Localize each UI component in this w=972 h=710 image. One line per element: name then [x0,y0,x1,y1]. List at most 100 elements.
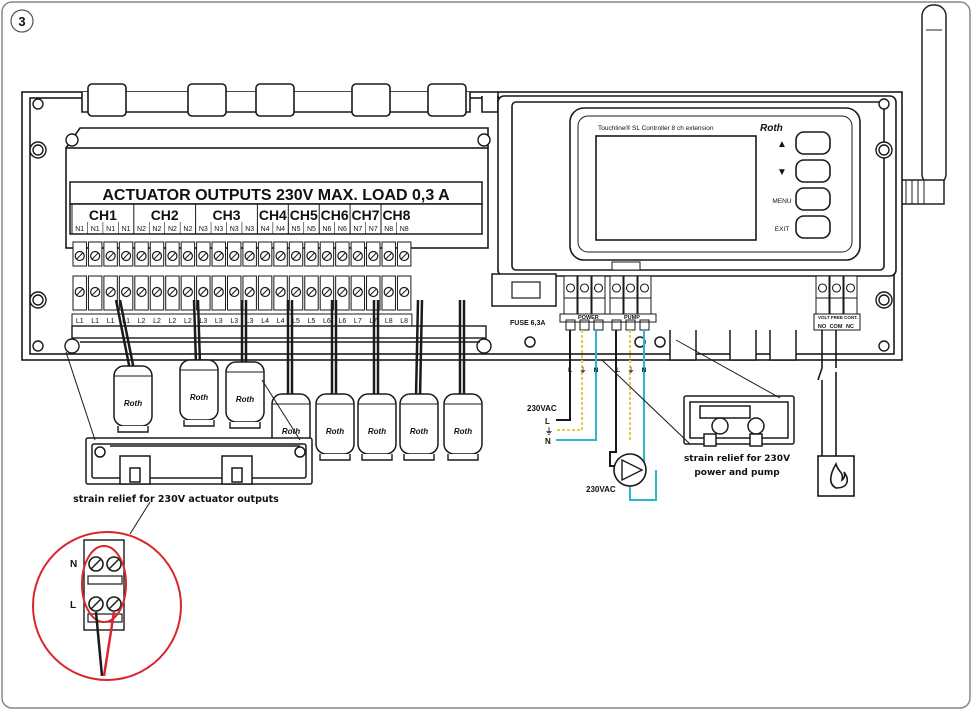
step-number: 3 [18,14,25,29]
down-button-label: ▼ [777,167,787,178]
pump-wire-label: N [642,367,647,374]
n-terminal-label: N2 [152,226,161,233]
screw-holes [29,98,893,354]
actuator-brand: Roth [282,427,300,436]
antenna [899,4,947,205]
n-terminal-label: N3 [214,226,223,233]
channel-label-8: CH8 [382,207,410,223]
n-terminal-label: N7 [369,226,378,233]
actuator-brand: Roth [326,427,344,436]
n-terminal-label: N1 [91,226,100,233]
channel-label-2: CH2 [151,207,179,223]
actuator-1: Roth [113,299,153,433]
pump-label: PUMP [624,315,640,321]
menu-button[interactable] [795,187,831,211]
step-badge [10,9,34,33]
power-wiring [556,330,657,501]
channel-row [69,203,483,235]
channel-label-3: CH3 [212,207,240,223]
wire-terminal-labels: L ⏚ N L ⏚ N [568,366,647,374]
l-terminal-label: L5 [308,318,316,325]
relay-terminal-no: NO [818,324,827,330]
fuse-label: FUSE 6,3A [510,320,545,327]
power-n: N [545,437,551,446]
l-terminal-label: L5 [292,318,300,325]
l-terminal-label: L8 [385,318,393,325]
n-terminal-label: N2 [137,226,146,233]
actuator-brand: Roth [124,399,142,408]
channel-label-6: CH6 [321,207,349,223]
l-terminal-label: L6 [323,318,331,325]
l-terminal-label: L2 [138,318,146,325]
l-terminal-label: L2 [169,318,177,325]
l-terminal-label: L4 [261,318,269,325]
power-label: POWER [578,315,599,321]
channel-label-4: CH4 [259,207,287,223]
n-terminal-label: N2 [168,226,177,233]
din-rail [71,325,487,343]
n-terminal-label: N3 [245,226,254,233]
pump-wire-label: L [616,367,620,374]
actuator-3: Roth [225,300,265,429]
down-button[interactable] [795,159,831,183]
actuator-7: Roth [399,299,439,461]
l-terminal-label: L1 [122,318,130,325]
outputs-header: ACTUATOR OUTPUTS 230V MAX. LOAD 0,3 A [102,187,450,204]
power-pump-terminals [559,261,657,331]
caption-power-strain-relief-2: power and pump [694,468,780,478]
relay-terminal-nc: NC [846,324,854,330]
actuator-6: Roth [357,300,397,461]
strain-relief-actuators [85,437,313,485]
exit-button-label: EXIT [775,226,789,233]
actuator-brand: Roth [368,427,386,436]
n-terminal-label: N8 [400,226,409,233]
l-terminal-label: L3 [230,318,238,325]
power-wire-label: N [594,367,599,374]
relay-terminals [813,275,861,331]
flame-icon [829,461,849,489]
terminal-detail-inset [32,531,182,681]
l-terminal-label: L8 [400,318,408,325]
power-wire-label: L [568,367,572,374]
inset-n-label: N [70,559,77,570]
lcd-screen [595,135,757,241]
n-terminal-label: N7 [353,226,362,233]
up-button-label: ▲ [777,139,787,150]
n-terminal-label: N6 [322,226,331,233]
l-terminal-label: L1 [107,318,115,325]
pump-symbol [613,453,647,487]
pump-voltage: 230VAC [586,485,616,494]
l-terminal-label: L2 [184,318,192,325]
n-terminal-label: N5 [307,226,316,233]
n-terminal-label: N3 [230,226,239,233]
relay-label: VOLT FREE CONT. [818,315,858,320]
l-terminal-label: L1 [76,318,84,325]
pump-wire-label: ⏚ [628,366,635,374]
display-panel: Touchline® SL Controller 8 ch extension … [569,107,861,261]
n-terminal-label: N3 [199,226,208,233]
actuator-2: Roth [179,299,219,427]
l-terminal-label: L4 [277,318,285,325]
n-terminal-label: N6 [338,226,347,233]
n-terminal-label: N4 [261,226,270,233]
power-wire-label: ⏚ [580,366,587,374]
l-terminal-label: L1 [91,318,99,325]
power-voltage: 230VAC [527,404,557,413]
exit-button[interactable] [795,215,831,239]
caption-actuator-strain-relief: strain relief for 230V actuator outputs [73,494,279,505]
l-terminal-label: L2 [153,318,161,325]
fuse-holder: FUSE 6,3A [491,273,557,327]
l-terminal-label: L6 [338,318,346,325]
n-terminal-label: N1 [75,226,84,233]
up-button[interactable] [795,131,831,155]
n-terminal-label: N4 [276,226,285,233]
n-terminal-label: N1 [122,226,131,233]
